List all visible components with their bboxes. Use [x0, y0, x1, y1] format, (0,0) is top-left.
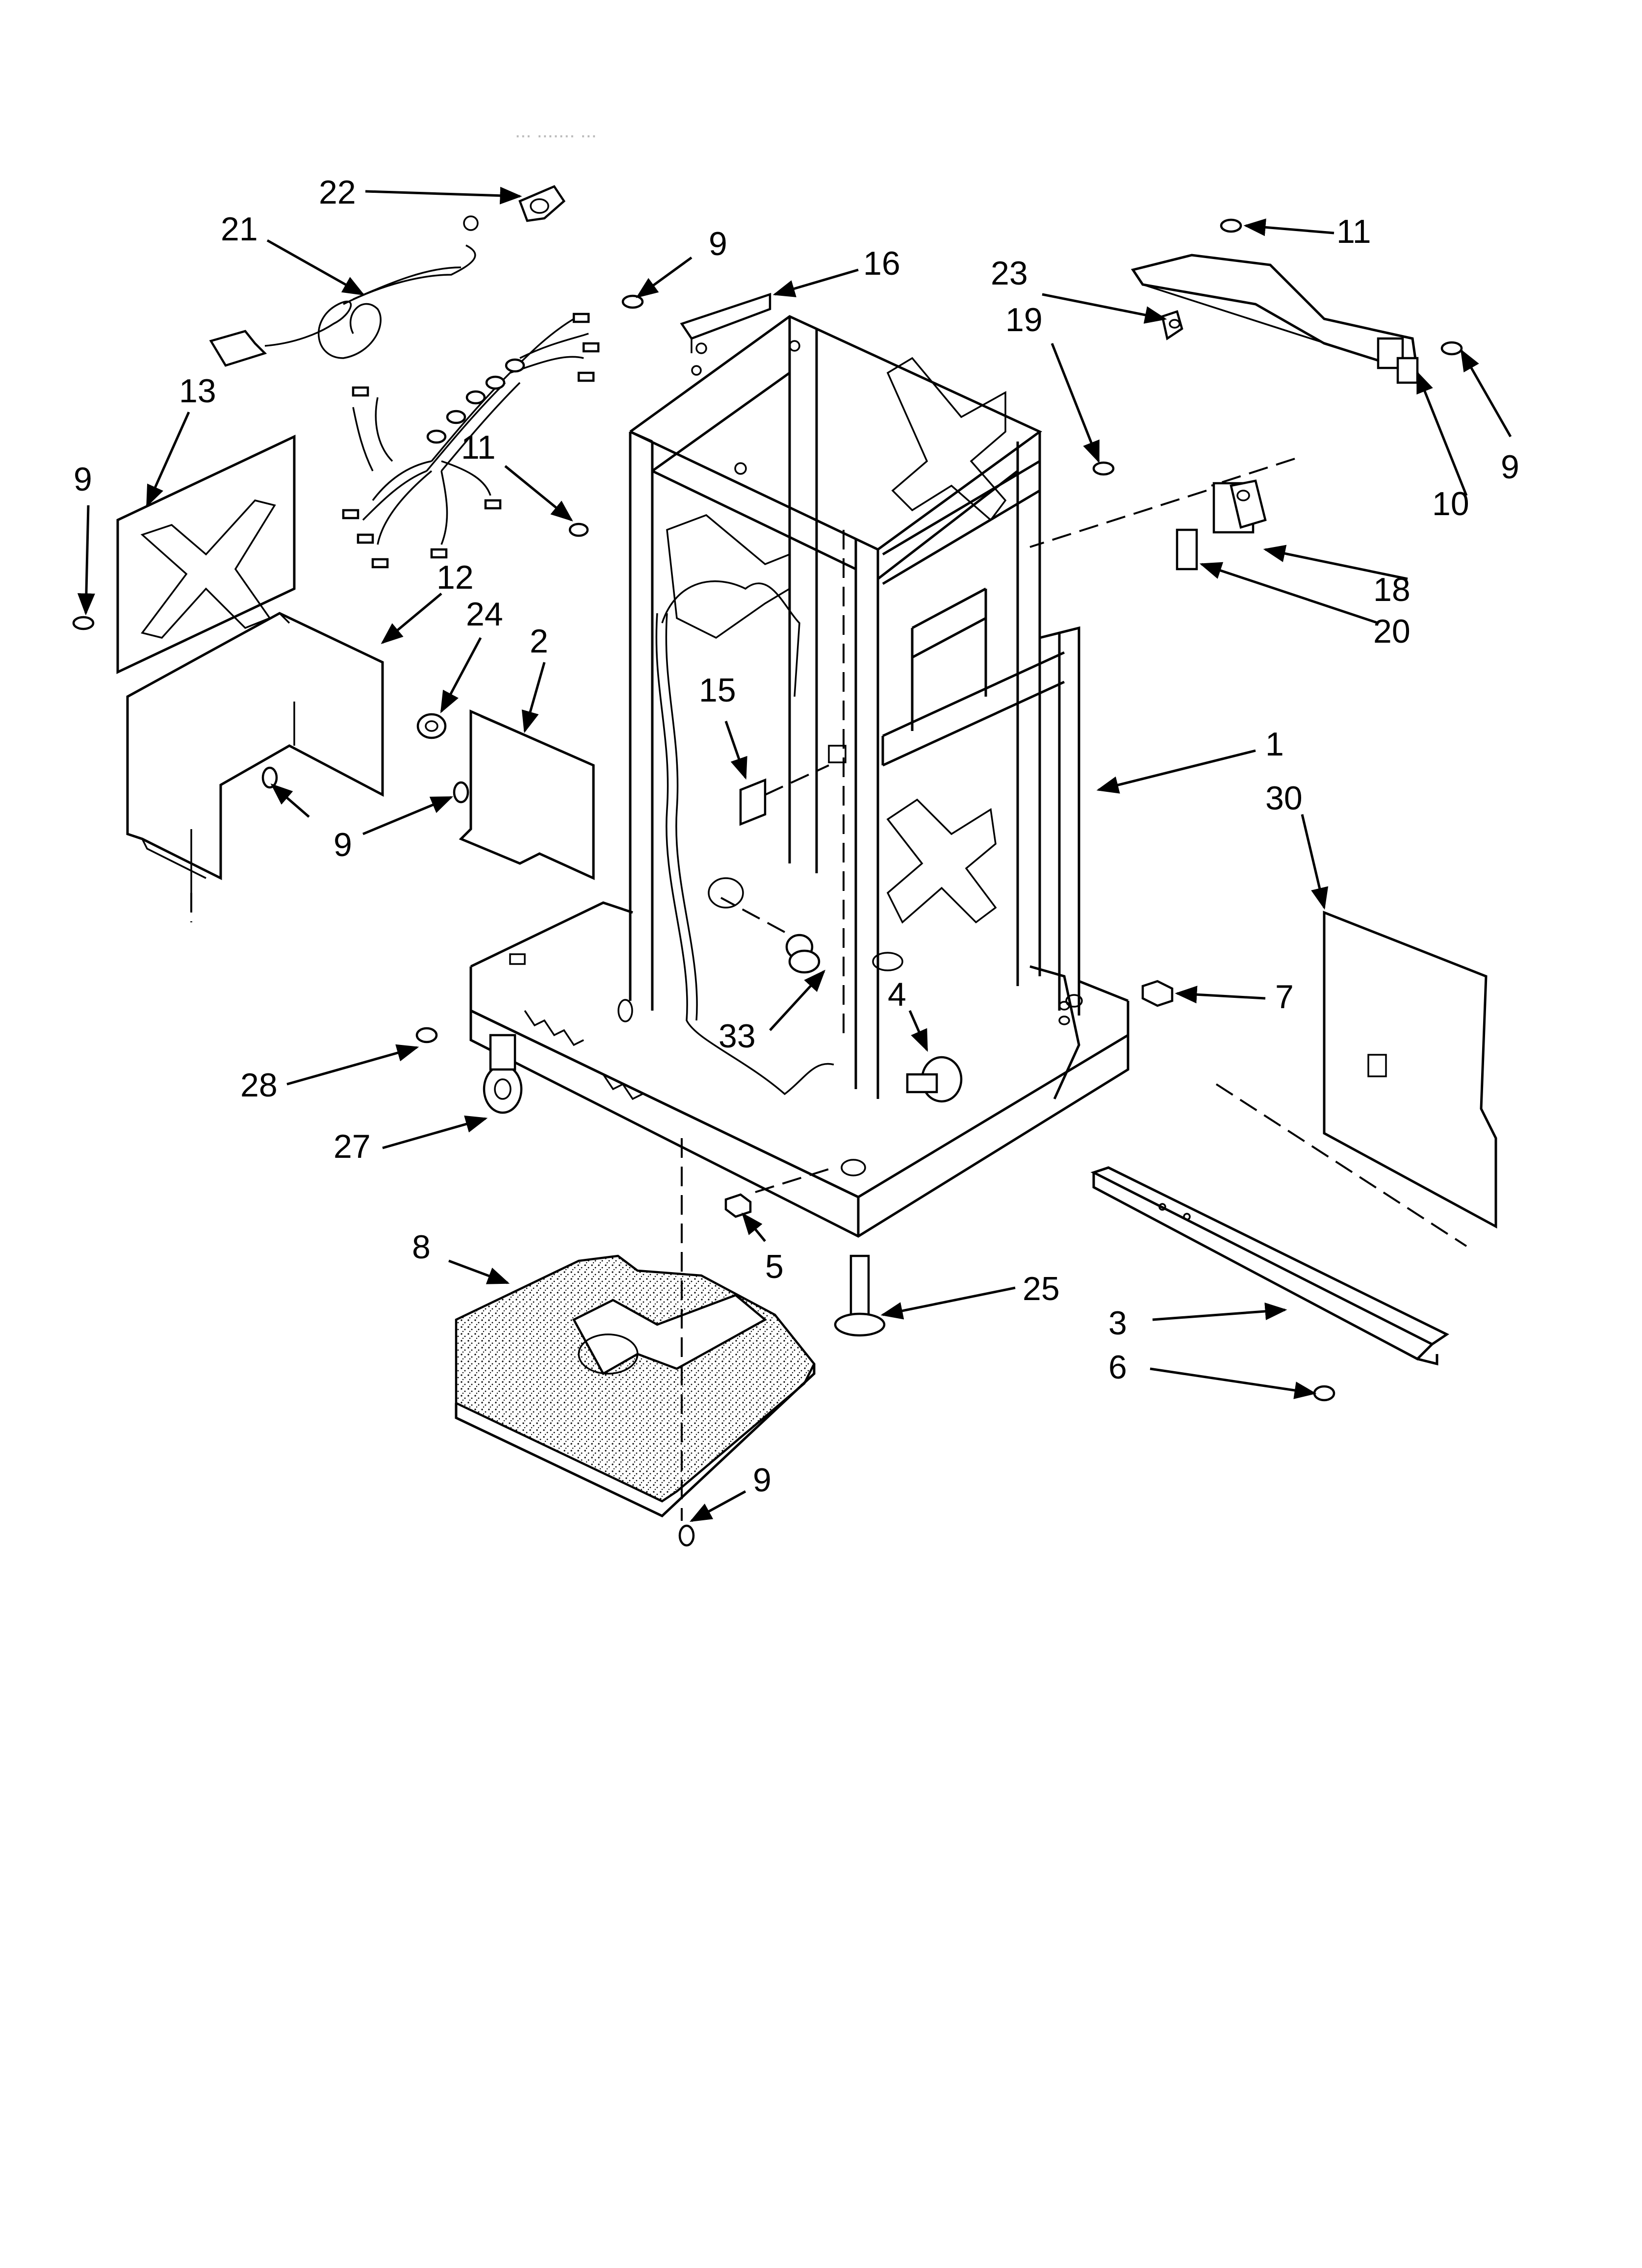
callout-15: 15	[699, 672, 736, 709]
part-2-bracket	[459, 709, 595, 880]
part-23-clip	[1161, 310, 1183, 340]
callout-23: 23	[991, 255, 1028, 292]
leader-arrows	[77, 186, 1512, 1522]
part-3-rail	[1090, 1083, 1467, 1366]
callout-1: 1	[1265, 726, 1284, 763]
callout-7: 7	[1275, 978, 1294, 1016]
callout-21: 21	[221, 210, 258, 248]
callout-11-top: 11	[1336, 213, 1371, 250]
part-22-clip	[518, 185, 565, 222]
part-18-switch	[1029, 458, 1295, 548]
callout-20: 20	[1373, 613, 1411, 650]
callout-27: 27	[334, 1128, 371, 1165]
callout-9-right: 9	[1501, 448, 1519, 486]
part-30-panel	[1323, 911, 1497, 1229]
callout-2: 2	[530, 623, 548, 660]
callout-22: 22	[319, 174, 356, 211]
part-20-bracket-plate	[1176, 528, 1198, 571]
callout-5: 5	[765, 1248, 784, 1285]
alignment-line-3	[755, 1167, 834, 1193]
frame-holes	[691, 340, 800, 475]
callout-25: 25	[1023, 1270, 1060, 1307]
callout-labels: 22 21 9 16 23 19 11 13 9 11 12 24 2 9 10…	[74, 174, 1519, 1499]
callout-3: 3	[1108, 1304, 1127, 1342]
callout-10: 10	[1432, 485, 1469, 522]
callout-16: 16	[863, 245, 900, 282]
callout-6: 6	[1108, 1349, 1127, 1386]
part-12-cover	[126, 612, 384, 922]
wire-harness	[342, 313, 600, 569]
cabinet-frame	[469, 315, 1129, 1238]
callout-11-mid: 11	[461, 429, 496, 466]
callout-13: 13	[179, 372, 216, 410]
part-24-grommet	[416, 713, 447, 739]
part-13-panel	[116, 435, 296, 674]
header-text: ... ....... ...	[515, 120, 597, 142]
callout-9-bottom: 9	[753, 1461, 771, 1499]
part-8-base-pad	[455, 1254, 816, 1517]
callout-18: 18	[1373, 571, 1411, 608]
callout-24: 24	[466, 596, 503, 633]
part-21-power-cord	[209, 215, 479, 367]
part-10-bracket	[1130, 254, 1419, 384]
callout-19: 19	[1005, 301, 1043, 339]
callout-30: 30	[1265, 780, 1303, 817]
callout-33: 33	[718, 1017, 756, 1055]
hardware	[72, 218, 1463, 1547]
callout-4: 4	[888, 976, 906, 1013]
callout-12: 12	[436, 559, 474, 596]
callout-9-top: 9	[709, 225, 727, 262]
callout-8: 8	[412, 1228, 431, 1266]
callout-9-mid: 9	[334, 826, 352, 863]
part-16-bracket	[680, 292, 771, 353]
callout-9-left: 9	[74, 461, 92, 498]
callout-28: 28	[240, 1067, 278, 1104]
part-15-switch	[739, 745, 847, 826]
